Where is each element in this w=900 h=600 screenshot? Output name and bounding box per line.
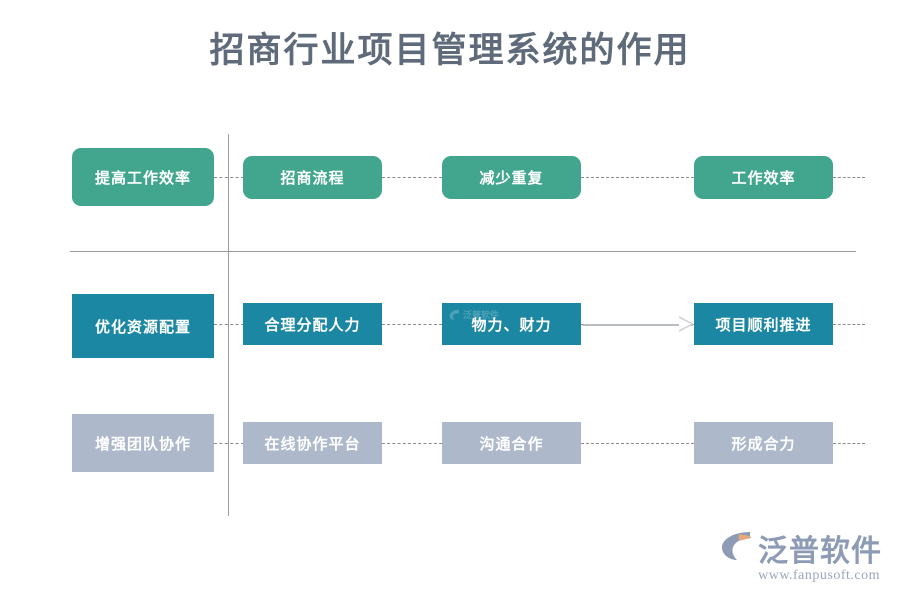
box-row3-step-1[interactable]: 在线协作平台 [243, 422, 382, 464]
vertical-divider-line [228, 134, 229, 516]
box-label: 在线协作平台 [264, 435, 361, 453]
box-row3-step-2[interactable]: 沟通合作 [442, 422, 581, 464]
box-label: 项目顺利推进 [715, 316, 812, 334]
flow-arrow-line [583, 324, 693, 326]
box-row2-category[interactable]: 优化资源配置 [72, 294, 214, 358]
box-row3-step-3[interactable]: 形成合力 [694, 422, 833, 464]
box-row1-step-1[interactable]: 招商流程 [243, 156, 382, 199]
connector-row1-3 [581, 177, 694, 178]
flow-arrow-head-inner [679, 318, 691, 330]
connector-row3-3 [581, 443, 694, 444]
brand-logo: 泛普软件 www.fanpusoft.com [720, 526, 882, 584]
brand-url: www.fanpusoft.com [758, 568, 880, 583]
box-label: 形成合力 [731, 435, 796, 453]
box-row1-step-3[interactable]: 工作效率 [694, 156, 833, 199]
box-label: 优化资源配置 [94, 318, 191, 336]
box-label: 提高工作效率 [94, 169, 191, 187]
box-row2-step-1[interactable]: 合理分配人力 [243, 303, 382, 345]
connector-row2-1 [214, 324, 244, 325]
connector-row2-2 [382, 324, 442, 325]
box-row1-category[interactable]: 提高工作效率 [72, 148, 214, 206]
connector-row3-1 [214, 443, 244, 444]
box-row3-category[interactable]: 增强团队协作 [72, 414, 214, 472]
connector-row3-tail [833, 443, 865, 444]
brand-logo-row: 泛普软件 [720, 526, 882, 570]
box-row1-step-2[interactable]: 减少重复 [442, 156, 581, 199]
box-label: 招商流程 [280, 170, 345, 187]
page-title: 招商行业项目管理系统的作用 [209, 31, 691, 70]
box-row2-step-2[interactable]: 泛普软件 物力、财力 [442, 303, 581, 345]
brand-name: 泛普软件 [758, 535, 882, 568]
box-label: 物力、财力 [471, 316, 552, 334]
fanpu-swoosh-icon [720, 530, 754, 567]
connector-row3-2 [382, 443, 442, 444]
box-label: 工作效率 [731, 170, 796, 187]
connector-row1-2 [382, 177, 442, 178]
flow-arrow-row2 [583, 316, 694, 332]
box-label: 合理分配人力 [264, 316, 361, 334]
horizontal-divider-line [70, 251, 856, 252]
box-label: 沟通合作 [479, 435, 544, 453]
connector-row1-1 [214, 177, 244, 178]
box-label: 减少重复 [479, 170, 544, 187]
box-row2-step-3[interactable]: 项目顺利推进 [694, 303, 833, 345]
box-label: 增强团队协作 [94, 435, 191, 453]
connector-row1-tail [833, 177, 865, 178]
connector-row2-tail [833, 324, 865, 325]
